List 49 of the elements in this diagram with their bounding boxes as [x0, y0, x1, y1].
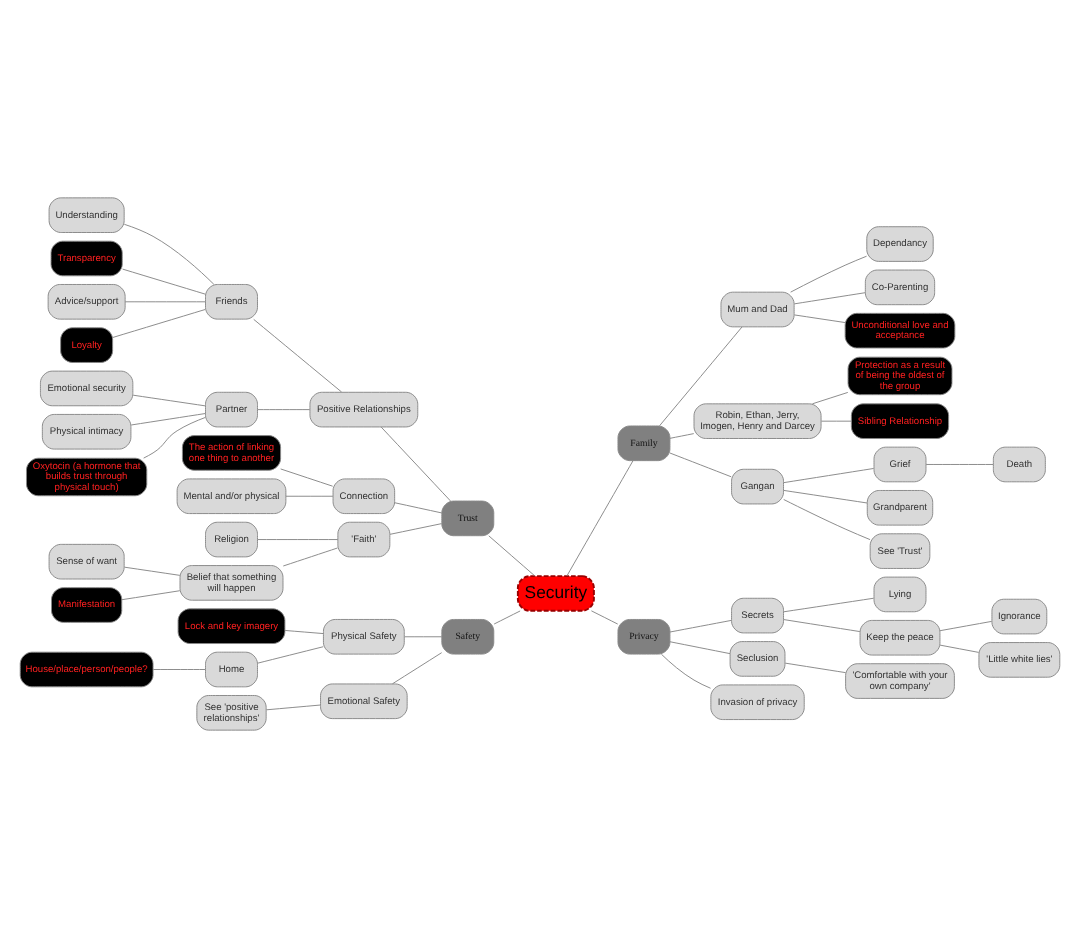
node-box: Security	[516, 575, 595, 612]
connector	[121, 590, 181, 601]
connector	[493, 610, 521, 625]
connector	[123, 566, 181, 576]
connector	[793, 292, 866, 305]
connector	[784, 662, 847, 674]
connector	[257, 646, 324, 664]
connector	[939, 620, 993, 632]
connector	[925, 464, 994, 465]
connector	[790, 255, 868, 293]
connector	[783, 489, 868, 504]
connector	[112, 309, 206, 338]
connector	[404, 636, 443, 638]
connector	[124, 301, 206, 303]
connector	[660, 653, 712, 689]
connector	[669, 433, 695, 439]
connector	[257, 539, 339, 541]
connector	[590, 610, 619, 625]
connector	[257, 409, 311, 411]
connector	[284, 630, 324, 635]
connector	[280, 468, 334, 487]
connector	[488, 535, 536, 577]
connector	[282, 547, 338, 567]
connector	[669, 641, 731, 655]
connector	[783, 597, 875, 613]
connector	[265, 704, 321, 711]
connector	[130, 413, 206, 426]
connector	[380, 426, 451, 502]
connector	[783, 499, 871, 541]
connector	[132, 394, 206, 407]
connector	[783, 468, 875, 484]
connector	[811, 391, 849, 405]
connector	[669, 452, 732, 478]
connector	[669, 619, 732, 633]
connector	[394, 502, 443, 514]
connector	[659, 326, 743, 427]
connector	[820, 420, 852, 422]
connector	[793, 314, 846, 323]
connector	[391, 652, 443, 685]
connector	[123, 223, 215, 285]
connector	[143, 416, 206, 459]
connector	[939, 644, 980, 653]
connector	[566, 460, 634, 577]
connector	[783, 619, 861, 633]
connector	[152, 669, 206, 670]
connector	[285, 495, 334, 497]
connector	[389, 523, 443, 535]
connector	[122, 268, 206, 295]
connector	[253, 318, 343, 393]
